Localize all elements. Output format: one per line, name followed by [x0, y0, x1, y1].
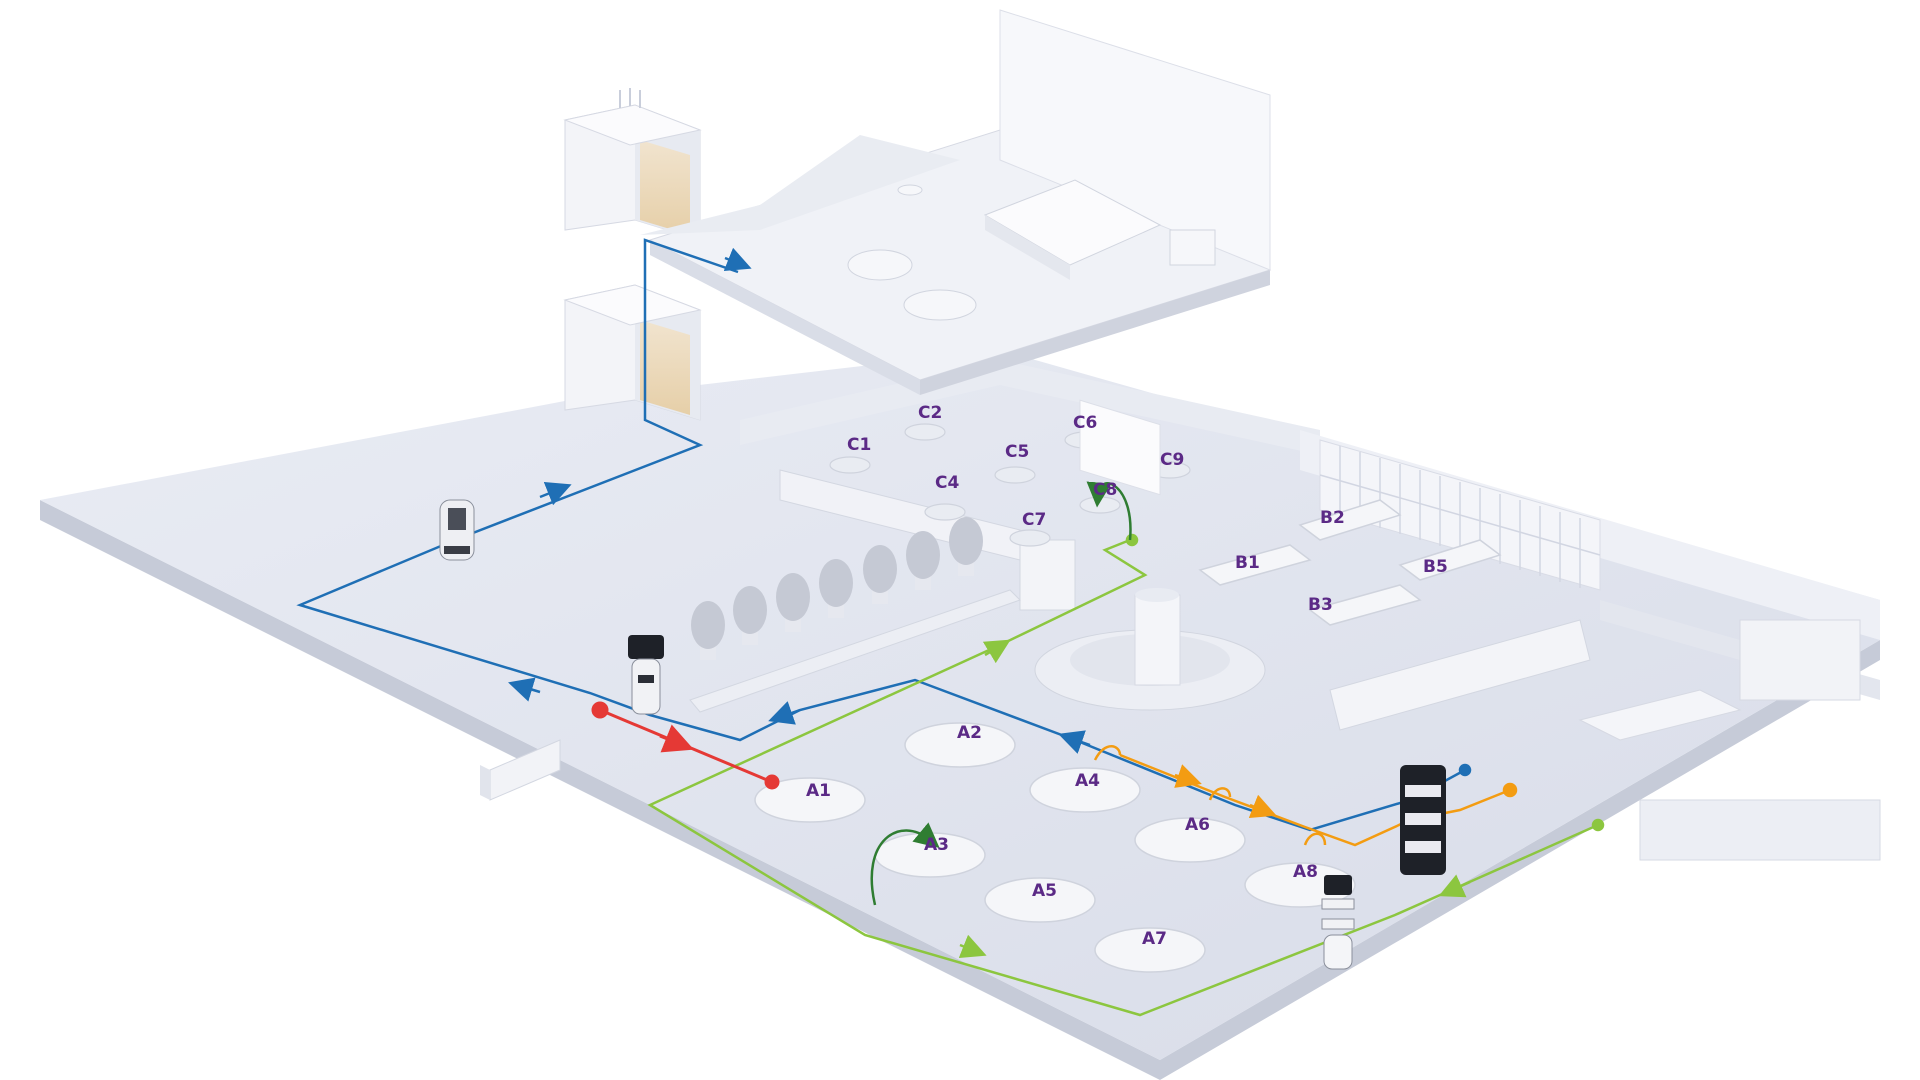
tree-row [689, 517, 1021, 713]
table-label-c7: C7 [1022, 510, 1046, 530]
table-labels: A1 A2 A3 A4 A5 A6 A7 A8 B1 B2 B3 B5 C1 C… [806, 403, 1448, 949]
tree-icon [733, 586, 767, 645]
robot-icon [1400, 765, 1446, 875]
tree-icon [819, 559, 853, 618]
table-label-c4: C4 [935, 473, 959, 493]
tree-icon [906, 531, 940, 590]
table-label-a8: A8 [1293, 862, 1318, 882]
table-group-a [754, 722, 1356, 973]
robot-icon [439, 499, 475, 561]
counters [779, 469, 1591, 731]
table-label-a7: A7 [1142, 929, 1167, 949]
table-label-c6: C6 [1073, 413, 1097, 433]
robot-icon [628, 635, 664, 715]
tree-icon [949, 517, 983, 576]
elevator-lower [563, 284, 702, 421]
orange-delivery-route [1093, 745, 1518, 847]
red-delivery-route [591, 701, 780, 790]
table-label-a6: A6 [1185, 815, 1210, 835]
table-label-c1: C1 [847, 435, 871, 455]
tree-icon [776, 573, 810, 632]
tree-icon [691, 601, 725, 660]
table-label-c9: C9 [1160, 450, 1184, 470]
upper-floor-bedroom [640, 9, 1272, 496]
dark-green-serve-arcs [870, 481, 1132, 906]
table-label-a2: A2 [957, 723, 982, 743]
green-delivery-route [647, 533, 1605, 1017]
table-label-b1: B1 [1235, 553, 1260, 573]
table-label-a4: A4 [1075, 771, 1100, 791]
table-label-a3: A3 [924, 835, 949, 855]
table-label-b2: B2 [1320, 508, 1345, 528]
table-label-a1: A1 [806, 781, 831, 801]
elevator-upper [563, 88, 702, 241]
table-label-a5: A5 [1032, 881, 1057, 901]
robot-icon [1321, 875, 1355, 970]
table-label-c2: C2 [918, 403, 942, 423]
central-pillar [1034, 588, 1266, 711]
table-label-c8: C8 [1093, 480, 1117, 500]
bench [480, 739, 561, 801]
table-label-c5: C5 [1005, 442, 1029, 462]
back-walls [740, 360, 1881, 861]
table-label-b3: B3 [1308, 595, 1333, 615]
tree-icon [863, 545, 897, 604]
table-label-b5: B5 [1423, 557, 1448, 577]
table-group-b [1198, 499, 1502, 626]
